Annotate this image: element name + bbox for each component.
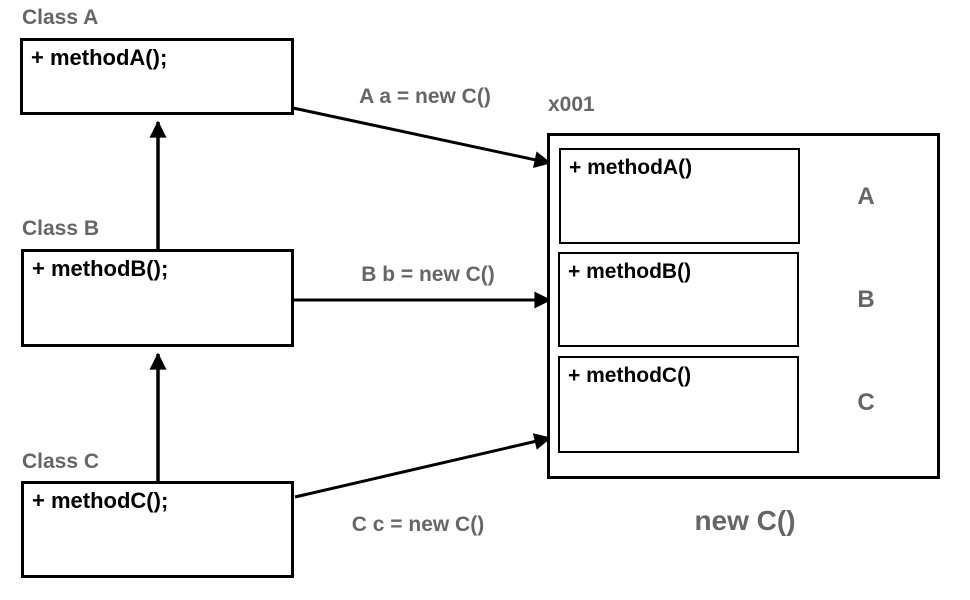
class-b-label: Class B [22, 217, 100, 240]
assignment-label-a: A a = new C() [359, 85, 491, 108]
class-b-method: + methodB(); [32, 256, 169, 281]
assignment-label-c: C c = new C() [351, 513, 485, 536]
object-slot-c: + methodC() [558, 356, 799, 453]
object-slot-b-method: + methodB() [568, 260, 692, 283]
slot-c-class-letter: C [857, 389, 875, 416]
object-slot-a: + methodA() [559, 148, 800, 244]
class-a-method: + methodA(); [31, 45, 168, 70]
assignment-arrow-a [292, 106, 552, 169]
slot-a-class-letter: A [857, 183, 875, 210]
object-slot-c-method: + methodC() [568, 364, 692, 387]
assignment-label-b: B b = new C() [361, 263, 495, 286]
object-caption: new C() [694, 505, 796, 536]
class-c-box: + methodC(); [21, 481, 294, 578]
object-slot-a-method: + methodA() [569, 156, 693, 179]
class-a-box: + methodA(); [20, 38, 294, 115]
assignment-arrow-c [294, 433, 552, 499]
class-c-method: + methodC(); [32, 488, 169, 513]
class-a-label: Class A [22, 6, 99, 29]
class-b-box: + methodB(); [21, 249, 294, 347]
object-slot-b: + methodB() [558, 252, 799, 347]
object-address-label: x001 [548, 93, 595, 116]
slot-b-class-letter: B [857, 286, 875, 313]
class-c-label: Class C [22, 450, 100, 473]
